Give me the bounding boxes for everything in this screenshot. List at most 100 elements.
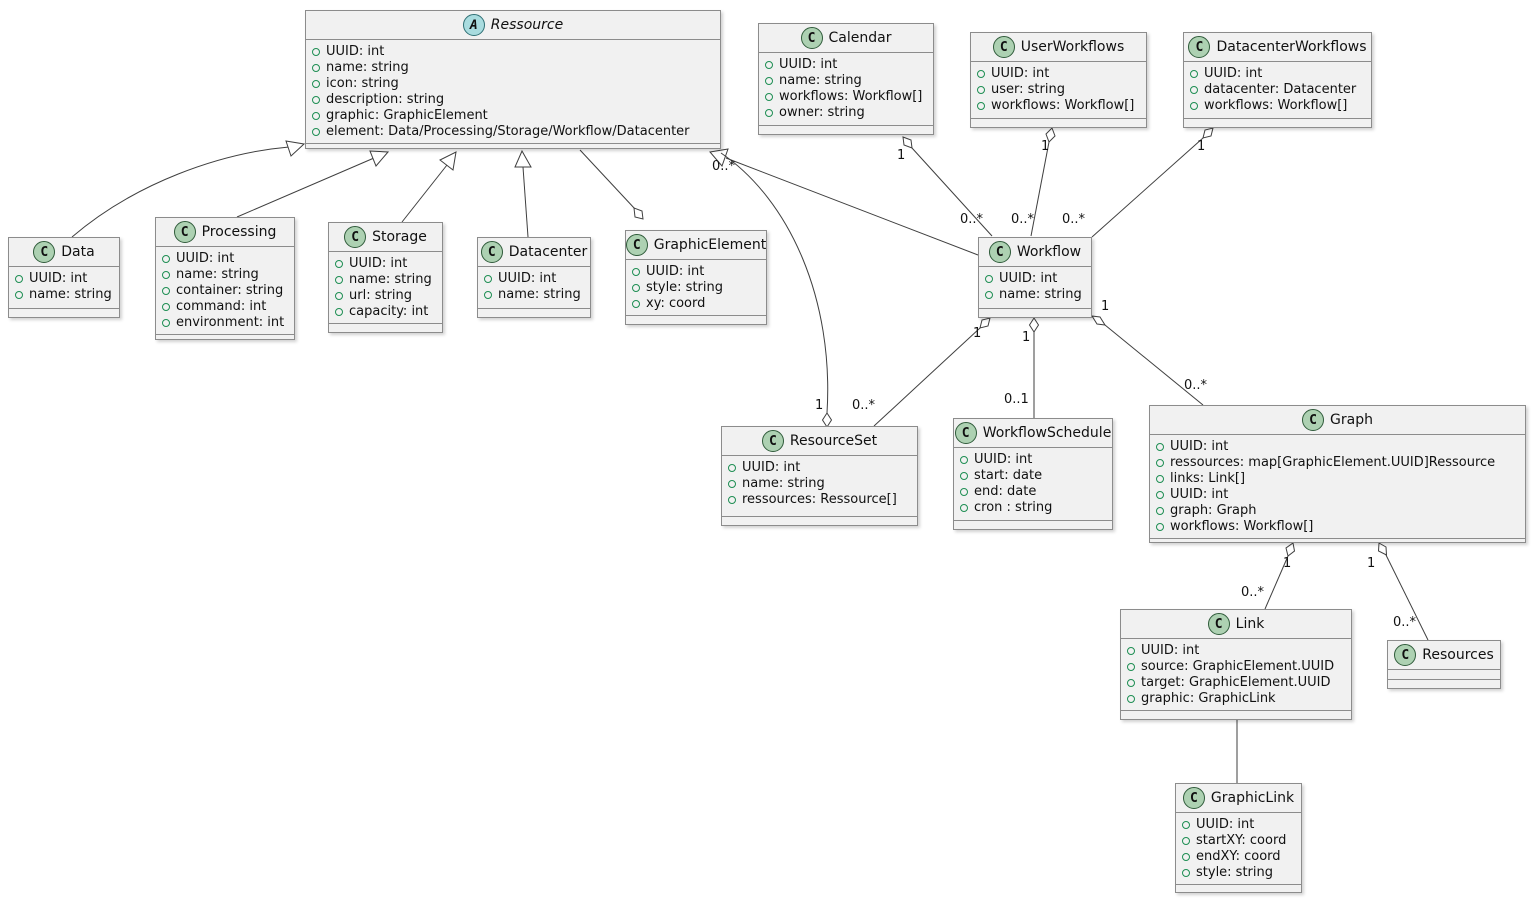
field-icon <box>335 260 343 268</box>
multiplicity-label: 1 <box>815 398 824 413</box>
field-icon <box>1182 853 1190 861</box>
edge-graph-link <box>1264 555 1289 610</box>
aggregation-diamond-icon <box>1045 127 1056 143</box>
class-icon: C <box>1394 644 1417 666</box>
edge-workflow-resourceset <box>873 327 981 427</box>
class-name: Datacenter <box>508 244 588 260</box>
class-title: C Storage <box>329 223 442 252</box>
field-icon <box>1182 869 1190 877</box>
attribute-row: owner: string <box>765 105 925 121</box>
edge-ressource-graphicelement <box>579 149 636 210</box>
field-icon <box>765 77 773 85</box>
class-title: C WorkflowSchedule <box>954 419 1112 448</box>
attribute-row: UUID: int <box>1156 439 1517 455</box>
field-icon <box>1156 443 1164 451</box>
class-name: Storage <box>372 229 427 245</box>
attribute-list: UUID: int name: string icon: string desc… <box>306 40 720 143</box>
class-name: Resources <box>1422 647 1494 663</box>
class-icon: C <box>480 241 503 263</box>
field-icon <box>728 496 736 504</box>
attribute-row: graph: Graph <box>1156 503 1517 519</box>
field-icon <box>1156 523 1164 531</box>
attribute-row: environment: int <box>162 315 286 331</box>
class-title: C GraphicElement <box>625 231 766 260</box>
aggregation-diamond-icon <box>1091 315 1106 326</box>
field-icon <box>1156 507 1164 515</box>
field-icon <box>977 70 985 78</box>
class-footer <box>971 118 1146 127</box>
edge-graph-resources <box>1385 554 1429 641</box>
attribute-row: container: string <box>162 283 286 299</box>
field-icon <box>1156 491 1164 499</box>
class-icon: C <box>761 430 784 452</box>
aggregation-diamond-icon <box>1377 542 1388 556</box>
class-footer <box>1176 884 1301 893</box>
class-name: UserWorkflows <box>1020 39 1125 55</box>
attribute-list: UUID: int name: string <box>979 267 1091 308</box>
field-icon <box>335 292 343 300</box>
attribute-row: name: string <box>162 267 286 283</box>
field-icon <box>765 93 773 101</box>
edge-storage-ressource <box>401 164 448 223</box>
attribute-row: cron : string <box>960 500 1104 516</box>
field-icon <box>960 456 968 464</box>
attribute-row: UUID: int <box>1156 487 1517 503</box>
attribute-row: UUID: int <box>1190 66 1363 82</box>
class-footer <box>722 516 917 525</box>
aggregation-diamond-icon <box>821 412 833 428</box>
class-footer <box>478 308 590 317</box>
attribute-row: name: string <box>728 476 909 492</box>
field-icon <box>1182 837 1190 845</box>
class-title: C Resources <box>1388 641 1500 670</box>
attribute-row: user: string <box>977 82 1138 98</box>
field-icon <box>632 300 640 308</box>
generalization-arrow-icon <box>439 151 457 171</box>
multiplicity-label: 0..* <box>1393 615 1417 630</box>
class-icon: C <box>954 422 977 444</box>
field-icon <box>162 255 170 263</box>
empty-section-divider <box>1388 679 1500 688</box>
multiplicity-label: 1 <box>1283 556 1292 571</box>
class-footer <box>156 334 294 343</box>
attribute-row: source: GraphicElement.UUID <box>1127 659 1343 675</box>
field-icon <box>1156 459 1164 467</box>
class-title: C Graph <box>1150 406 1525 435</box>
attribute-row: name: string <box>335 272 434 288</box>
attribute-row: UUID: int <box>312 44 712 60</box>
class-title: C Workflow <box>979 238 1091 267</box>
class-icon: C <box>33 241 56 263</box>
field-icon <box>765 61 773 69</box>
multiplicity-label: 0..* <box>1241 585 1265 600</box>
attribute-list: UUID: int datacenter: Datacenter workflo… <box>1184 62 1371 118</box>
field-icon <box>312 128 320 136</box>
class-icon: C <box>992 36 1015 58</box>
attribute-row: UUID: int <box>1127 643 1343 659</box>
attribute-row: ressources: map[GraphicElement.UUID]Ress… <box>1156 455 1517 471</box>
class-title: C Link <box>1121 610 1351 639</box>
class-footer <box>626 315 766 324</box>
class-name: Link <box>1235 616 1265 632</box>
class-resources: C Resources <box>1387 640 1501 689</box>
field-icon <box>960 488 968 496</box>
class-processing: C Processing UUID: int name: string cont… <box>155 217 295 340</box>
field-icon <box>960 504 968 512</box>
edge-data-ressource <box>71 146 290 238</box>
attribute-row: url: string <box>335 288 434 304</box>
attribute-row: name: string <box>484 287 582 303</box>
attribute-row: UUID: int <box>728 460 909 476</box>
class-name: ResourceSet <box>789 433 878 449</box>
attribute-row: UUID: int <box>765 57 925 73</box>
edge-userworkflows-workflow <box>1030 141 1050 237</box>
edge-resourceset-ressource <box>720 152 829 414</box>
attribute-list: UUID: int startXY: coord endXY: coord st… <box>1176 813 1301 884</box>
class-title: C ResourceSet <box>722 427 917 456</box>
field-icon <box>162 319 170 327</box>
field-icon <box>312 96 320 104</box>
field-icon <box>312 80 320 88</box>
class-graphiclink: C GraphicLink UUID: int startXY: coord e… <box>1175 783 1302 893</box>
multiplicity-label: 0..* <box>1184 378 1208 393</box>
field-icon <box>312 48 320 56</box>
aggregation-diamond-icon <box>979 317 991 329</box>
class-icon: C <box>1302 409 1325 431</box>
